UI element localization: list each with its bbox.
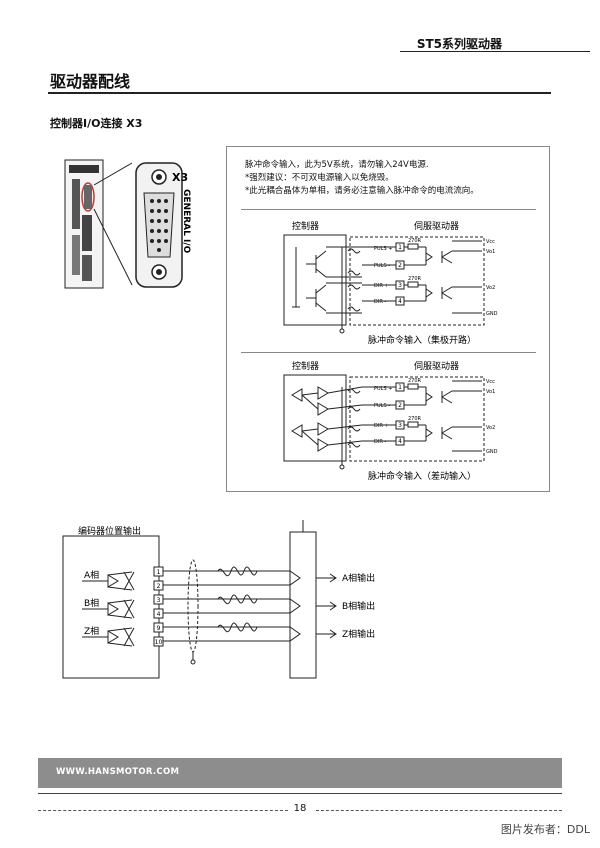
output-b-label: B相输出 (342, 600, 375, 612)
note-1: 脉冲命令输入，此为5V系统，请勿输入24V电源. (245, 160, 429, 170)
page-number: 18 (293, 803, 307, 814)
open-collector-diagram: 控制器 伺服驱动器 PULS + PULS - DIR + DIR - 1 2 (283, 220, 498, 346)
d1-resistor-2: 270R (408, 276, 422, 282)
differential-diagram: 控制器 伺服驱动器 PULS + PULS - DIR + DIR - 1 (283, 360, 498, 482)
d2-out-vo2: Vo2 (486, 425, 495, 431)
encoder-pin-2: 2 (157, 583, 161, 590)
note-2: *强烈建议：不可双电源输入以免烧毁。 (245, 173, 394, 183)
d2-out-vo1: Vo1 (486, 389, 495, 395)
d2-caption: 脉冲命令输入（差动输入） (368, 470, 476, 482)
pulse-input-panel: 脉冲命令输入，此为5V系统，请勿输入24V电源. *强烈建议：不可双电源输入以免… (226, 146, 550, 492)
output-a-label: A相输出 (342, 572, 375, 584)
phase-b-label: B相 (84, 597, 99, 609)
d1-signal-2: PULS - (374, 263, 390, 269)
d1-signal-3: DIR + (374, 283, 389, 289)
d2-resistor-1: 270R (408, 378, 422, 384)
d2-signal-2: PULS - (374, 403, 390, 409)
d1-signal-1: PULS + (374, 246, 392, 252)
d2-signal-1: PULS + (374, 386, 392, 392)
d1-resistor-1: 270R (408, 238, 422, 244)
encoder-pin-10: 10 (155, 639, 163, 646)
d1-controller-label: 控制器 (292, 220, 319, 232)
notes-divider (241, 209, 536, 210)
d2-resistor-2: 270R (408, 416, 422, 422)
connector-label: X3 (172, 171, 188, 184)
section-rule (48, 92, 551, 94)
d2-pin-1: 1 (398, 384, 402, 391)
d2-pin-3: 3 (398, 422, 402, 429)
d1-driver-label: 伺服驱动器 (414, 220, 459, 232)
header-rule (400, 51, 590, 52)
d2-driver-label: 伺服驱动器 (414, 360, 459, 372)
d2-signal-3: DIR + (374, 423, 389, 429)
encoder-pin-9: 9 (157, 625, 161, 632)
note-3: *此光耦合晶体为单相，请务必注意输入脉冲命令的电流流向。 (245, 186, 479, 196)
d1-out-gnd: GND (486, 311, 498, 317)
d2-controller-label: 控制器 (292, 360, 319, 372)
image-credit: 图片发布者：DDL (500, 823, 590, 836)
d1-pin-4: 4 (398, 298, 402, 305)
encoder-pin-3: 3 (157, 597, 161, 604)
d1-out-vo1: Vo1 (486, 249, 495, 255)
subsection-title: 控制器I/O连接 X3 (50, 117, 143, 130)
connector-name: GENERAL I/O (181, 189, 191, 254)
output-z-label: Z相输出 (342, 628, 375, 640)
d1-out-vcc: Vcc (486, 239, 495, 245)
d2-pin-2: 2 (398, 402, 402, 409)
page-dash-left (38, 810, 288, 811)
d2-out-vcc: Vcc (486, 379, 495, 385)
section-title: 驱动器配线 (50, 72, 131, 91)
d1-signal-4: DIR - (374, 299, 386, 305)
d1-pin-2: 2 (398, 262, 402, 269)
d1-pin-3: 3 (398, 282, 402, 289)
footer-rule (38, 793, 562, 794)
footer-bar (38, 758, 562, 788)
d2-out-gnd: GND (486, 449, 498, 455)
d1-caption: 脉冲命令输入（集极开路） (368, 334, 476, 346)
header-title: ST5系列驱动器 (416, 37, 502, 51)
encoder-output-diagram: 编码器位置输出 A相 B相 Z相 1 2 3 4 9 10 (62, 520, 375, 679)
d1-out-vo2: Vo2 (486, 285, 495, 291)
encoder-title: 编码器位置输出 (78, 525, 141, 537)
d2-pin-4: 4 (398, 438, 402, 445)
notes: 脉冲命令输入，此为5V系统，请勿输入24V电源. *强烈建议：不可双电源输入以免… (245, 159, 479, 198)
footer-url: WWW.HANSMOTOR.COM (56, 767, 180, 777)
encoder-pin-1: 1 (157, 569, 161, 576)
d2-signal-4: DIR - (374, 439, 386, 445)
phase-z-label: Z相 (84, 625, 99, 637)
d1-pin-1: 1 (398, 244, 402, 251)
page-dash-right (316, 810, 562, 811)
encoder-pin-4: 4 (157, 611, 161, 618)
drive-connector-illustration: X3 GENERAL I/O (64, 159, 191, 289)
diagram-divider (241, 352, 536, 353)
phase-a-label: A相 (84, 569, 99, 581)
